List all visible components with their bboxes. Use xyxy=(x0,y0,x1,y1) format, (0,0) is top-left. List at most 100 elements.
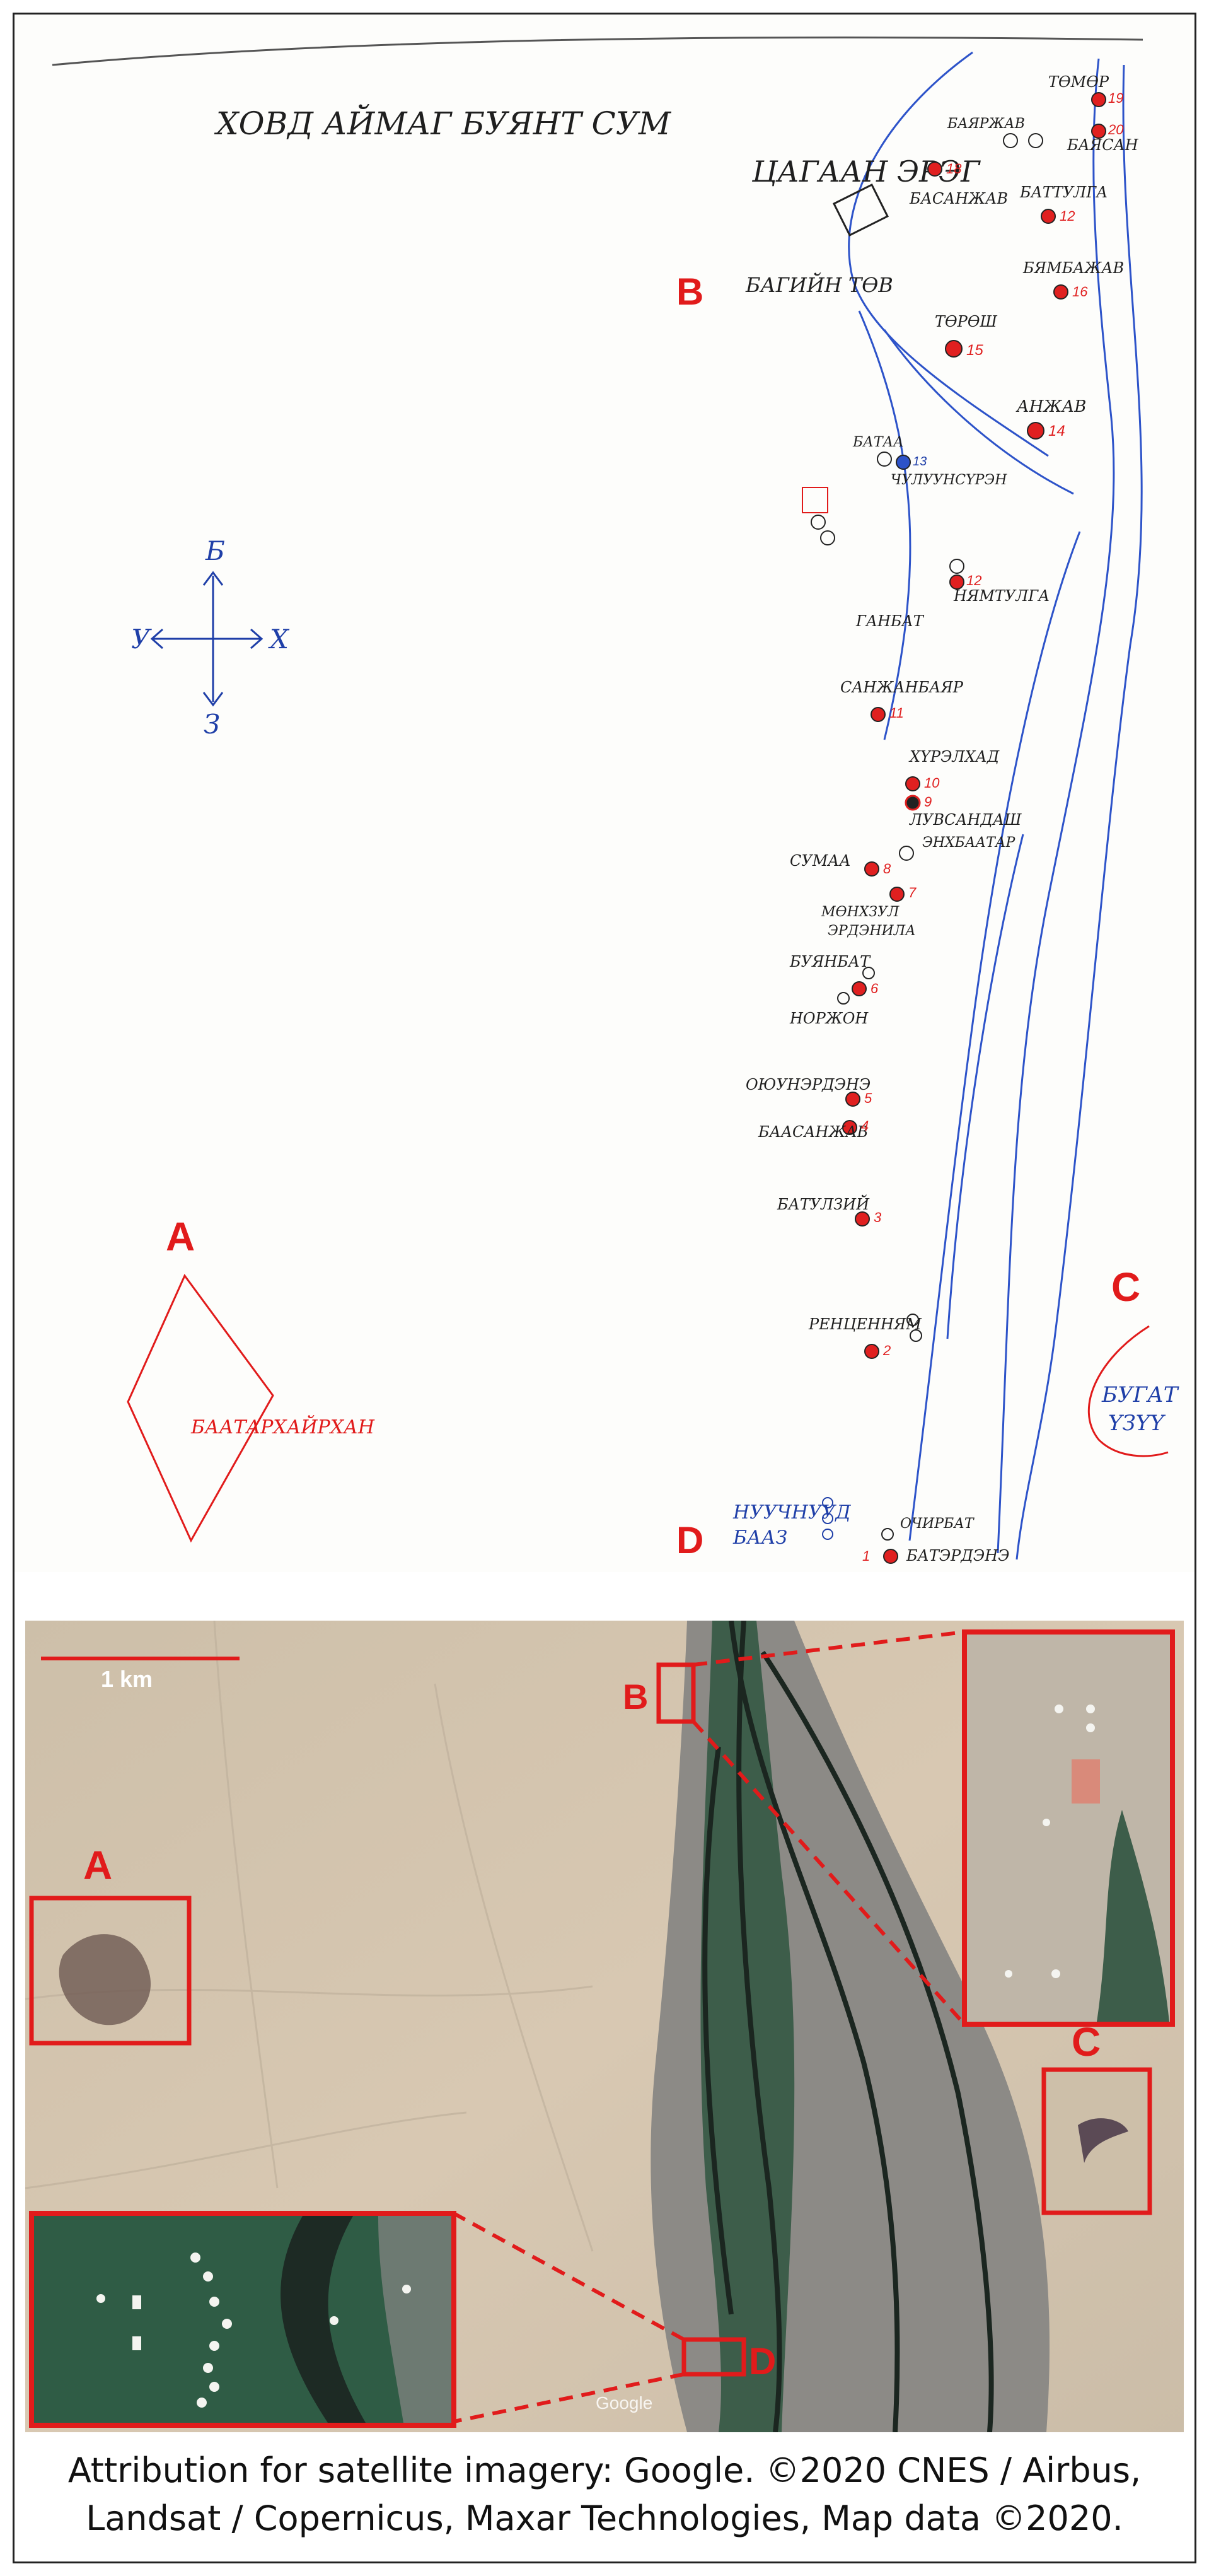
household-10: ХҮРЭЛХАД 10 xyxy=(905,748,1000,791)
svg-text:САНЖАНБАЯР: САНЖАНБАЯР xyxy=(840,679,964,696)
svg-text:СУМАА: СУМАА xyxy=(790,852,851,870)
svg-text:БАЯРЖАВ: БАЯРЖАВ xyxy=(947,116,1025,132)
place-tsagaan-ereg: ЦАГААН ЭРЭГ xyxy=(751,154,981,189)
svg-text:ЛУВСАНДАШ: ЛУВСАНДАШ xyxy=(909,811,1022,829)
settlement-marker xyxy=(832,183,889,237)
svg-text:19: 19 xyxy=(1108,90,1123,106)
attribution-caption: Attribution for satellite imagery: Googl… xyxy=(14,2447,1195,2543)
inset-d-channel xyxy=(281,2216,366,2423)
river-channel-1 xyxy=(848,51,1049,457)
household-ochirbat: ОЧИРБАТ xyxy=(881,1516,975,1541)
sat-letter-b: B xyxy=(623,1677,648,1716)
river-channel-3 xyxy=(1015,64,1143,1560)
svg-text:ЧУЛУУНСҮРЭН: ЧУЛУУНСҮРЭН xyxy=(891,472,1007,488)
svg-text:ОЮУНЭРДЭНЭ: ОЮУНЭРДЭНЭ xyxy=(746,1076,871,1093)
svg-text:8: 8 xyxy=(883,861,891,877)
inset-d-gers xyxy=(96,2253,411,2408)
place-bugat: БУГАТ xyxy=(1101,1382,1179,1407)
svg-text:9: 9 xyxy=(924,794,932,810)
ger-outline xyxy=(811,515,826,530)
place-nuuchnuud: НУУЧНУУД xyxy=(732,1501,851,1524)
region-c-outline xyxy=(1087,1325,1169,1457)
attribution-line-1: Attribution for satellite imagery: Googl… xyxy=(67,2451,1142,2490)
svg-text:ЭРДЭНИЛА: ЭРДЭНИЛА xyxy=(828,923,916,939)
svg-text:1: 1 xyxy=(862,1548,870,1564)
compass-west-label: У xyxy=(131,624,152,655)
river-channels-sat xyxy=(702,1621,994,2432)
svg-text:ЭНХБААТАР: ЭНХБААТАР xyxy=(922,835,1016,851)
compass-rose xyxy=(150,571,263,707)
box-b xyxy=(656,1662,696,1724)
svg-text:14: 14 xyxy=(1048,423,1065,440)
inset-b-gers xyxy=(1005,1705,1095,1978)
ger-outline xyxy=(822,1513,833,1524)
svg-text:7: 7 xyxy=(908,885,917,900)
scale-label: 1 km xyxy=(101,1666,153,1692)
sat-letter-a: A xyxy=(83,1843,112,1888)
zoom-line-b1 xyxy=(693,1630,965,1667)
svg-text:БАСАНЖАВ: БАСАНЖАВ xyxy=(909,190,1008,207)
svg-text:2: 2 xyxy=(882,1343,891,1358)
svg-text:ТӨМӨР: ТӨМӨР xyxy=(1048,73,1109,91)
sketch-letter-c: C xyxy=(1111,1264,1140,1310)
household-8: СУМАА 8 xyxy=(790,852,891,877)
attribution-line-2: Landsat / Copernicus, Maxar Technologies… xyxy=(86,2498,1123,2538)
household-bataa: БАТАА xyxy=(852,434,904,467)
sat-letter-d: D xyxy=(749,2340,776,2382)
svg-text:12: 12 xyxy=(1060,208,1075,224)
svg-text:НЯМТУЛГА: НЯМТУЛГА xyxy=(953,587,1050,605)
place-baaz: БААЗ xyxy=(732,1527,787,1549)
svg-text:20: 20 xyxy=(1108,122,1124,137)
svg-text:МӨНХЗУЛ: МӨНХЗУЛ xyxy=(821,904,900,920)
svg-text:ОЧИРБАТ: ОЧИРБАТ xyxy=(900,1516,975,1532)
zoom-line-d2 xyxy=(453,2372,685,2423)
region-a-outline xyxy=(127,1274,274,1543)
household-enkhbaatar: ЭНХБААТАР xyxy=(899,835,1016,861)
svg-text:БЯМБАЖАВ: БЯМБАЖАВ xyxy=(1022,259,1124,277)
paper-edge xyxy=(52,36,1143,66)
svg-text:БУЯНБАТ: БУЯНБАТ xyxy=(789,953,871,970)
household-erdenila: ЭРДЭНИЛА xyxy=(828,923,916,939)
feature-c xyxy=(1078,2118,1128,2163)
satellite-svg: 1 km A B C D Google xyxy=(25,1621,1184,2432)
sat-letter-c: C xyxy=(1072,2019,1101,2065)
google-watermark: Google xyxy=(596,2393,652,2413)
svg-text:16: 16 xyxy=(1072,284,1088,300)
feature-a xyxy=(59,1934,151,2025)
household-bayarzhav: БАЯРЖАВ xyxy=(947,116,1043,148)
svg-text:6: 6 xyxy=(871,981,879,996)
river-channel-7 xyxy=(858,310,911,740)
household-2: РЕНЦЕННЯМ 2 xyxy=(808,1314,922,1359)
inset-b-vegetation xyxy=(1097,1810,1169,2022)
rect-marker xyxy=(802,487,828,513)
svg-text:10: 10 xyxy=(924,775,940,791)
svg-text:4: 4 xyxy=(861,1118,869,1134)
river-channel-6 xyxy=(946,834,1024,1339)
ger-outline xyxy=(820,530,835,545)
hand-drawn-sketch-map: ХОВД АЙМАГ БУЯНТ СУМ Б У Х З ЦАГААН ЭРЭГ… xyxy=(14,15,1195,1572)
satellite-image: 1 km A B C D Google xyxy=(25,1621,1184,2432)
svg-text:ХҮРЭЛХАД: ХҮРЭЛХАД xyxy=(908,748,1000,766)
sketch-letter-d: D xyxy=(676,1519,703,1561)
household-16: БЯМБАЖАВ 16 xyxy=(1022,259,1124,300)
ger-outline xyxy=(822,1497,833,1508)
svg-text:БАТТУЛГА: БАТТУЛГА xyxy=(1019,184,1108,201)
svg-text:БАЯСАН: БАЯСАН xyxy=(1067,136,1139,154)
sketch-letter-b: B xyxy=(676,271,703,313)
svg-text:БААСАНЖАВ: БААСАНЖАВ xyxy=(758,1123,868,1141)
svg-text:РЕНЦЕННЯМ: РЕНЦЕННЯМ xyxy=(808,1315,922,1333)
compass-east-label: Х xyxy=(268,624,290,655)
svg-text:ГАНБАТ: ГАНБАТ xyxy=(855,612,925,630)
river-lines xyxy=(848,51,1143,1560)
